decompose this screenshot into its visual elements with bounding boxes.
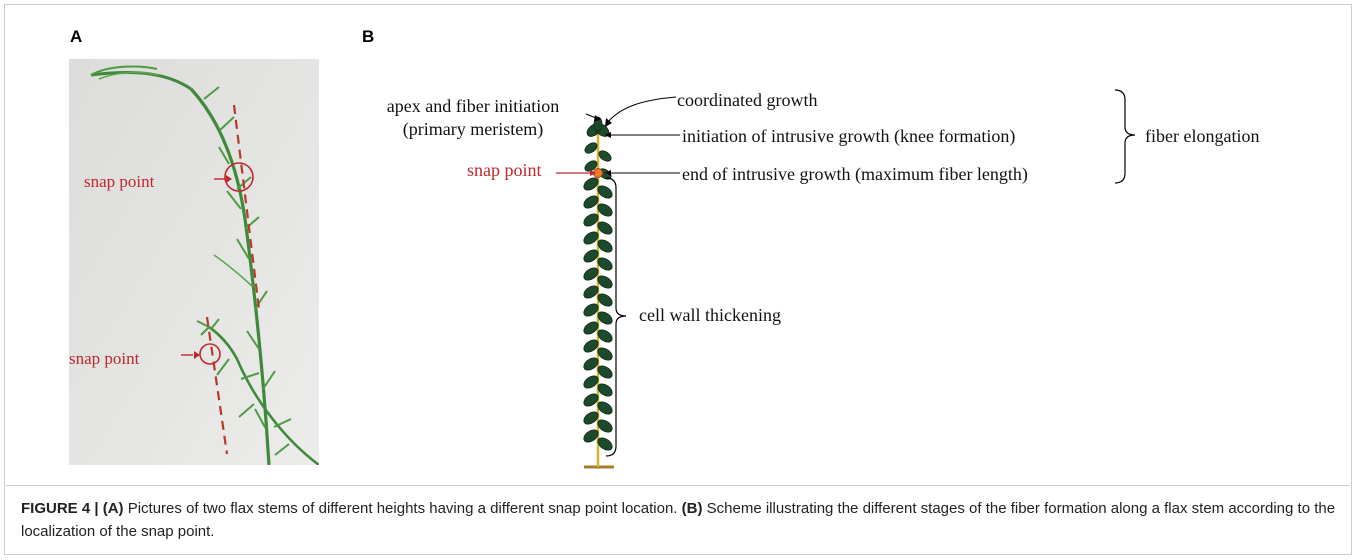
coordinated-growth-arrow — [607, 96, 677, 123]
caption-divider — [6, 485, 1350, 486]
leaf — [583, 357, 599, 371]
leaf — [583, 375, 599, 389]
panel-a-label: A — [70, 27, 83, 46]
leaf — [597, 203, 613, 217]
leaf — [583, 321, 599, 335]
caption-b-ref: (B) — [681, 500, 703, 517]
leaf — [597, 293, 613, 307]
leaf — [597, 365, 613, 379]
flax-photo-illustration — [69, 59, 319, 465]
apex-label-line2: (primary meristem) — [402, 119, 544, 139]
leaf — [583, 411, 599, 425]
leaf — [583, 177, 599, 191]
apex-label: apex and fiber initiation (primary meris… — [368, 95, 578, 141]
leaf — [583, 339, 599, 353]
leaf — [597, 311, 613, 325]
leaf — [597, 401, 613, 415]
caption-a-ref: (A) — [102, 500, 124, 517]
leaf — [583, 393, 599, 407]
leaf — [597, 275, 613, 289]
leaf — [583, 303, 599, 317]
leaf — [598, 150, 612, 162]
scheme-snap-point-label: snap point — [467, 160, 542, 180]
leaf-column — [583, 116, 613, 451]
leaf — [583, 267, 599, 281]
leaf — [583, 249, 599, 263]
fiber-formation-scheme — [556, 89, 1136, 469]
leaf — [583, 429, 599, 443]
initiation-intrusive-label: initiation of intrusive growth (knee for… — [682, 126, 1016, 146]
panel-b-label: B — [362, 27, 375, 46]
flax-stem-photo — [69, 59, 319, 465]
leaf — [597, 437, 613, 451]
leaf — [583, 213, 599, 227]
leaf — [597, 329, 613, 343]
snap-circle-lower — [199, 343, 221, 365]
leaf — [597, 239, 613, 253]
leaf — [597, 185, 613, 199]
leaf — [597, 347, 613, 361]
leaf — [597, 383, 613, 397]
photo-snap-point-lower-label: snap point — [69, 349, 140, 368]
fiber-elongation-brace — [1114, 89, 1136, 184]
photo-snap-point-upper-label: snap point — [84, 172, 155, 191]
caption-a-text: Pictures of two flax stems of different … — [123, 500, 682, 517]
leaf — [583, 285, 599, 299]
caption-b-text: Scheme illustrating the different stages… — [21, 500, 1336, 540]
apex-arrow — [585, 113, 597, 119]
figure-number: FIGURE 4 | — [21, 500, 99, 517]
leaf — [583, 195, 599, 209]
coordinated-growth-label: coordinated growth — [677, 90, 818, 110]
cell-wall-brace — [605, 177, 627, 457]
apex-label-line1: apex and fiber initiation — [386, 96, 560, 116]
snap-circle-upper — [224, 162, 254, 192]
leaf — [584, 142, 598, 154]
end-intrusive-label: end of intrusive growth (maximum fiber l… — [682, 164, 1028, 184]
cell-wall-thickening-label: cell wall thickening — [639, 305, 781, 325]
leaf — [584, 160, 598, 172]
leaf — [597, 419, 613, 433]
leaf — [583, 231, 599, 245]
leaf — [597, 257, 613, 271]
leaf — [597, 221, 613, 235]
fiber-elongation-label: fiber elongation — [1145, 126, 1260, 146]
figure-caption: FIGURE 4 | (A) Pictures of two flax stem… — [21, 497, 1341, 543]
